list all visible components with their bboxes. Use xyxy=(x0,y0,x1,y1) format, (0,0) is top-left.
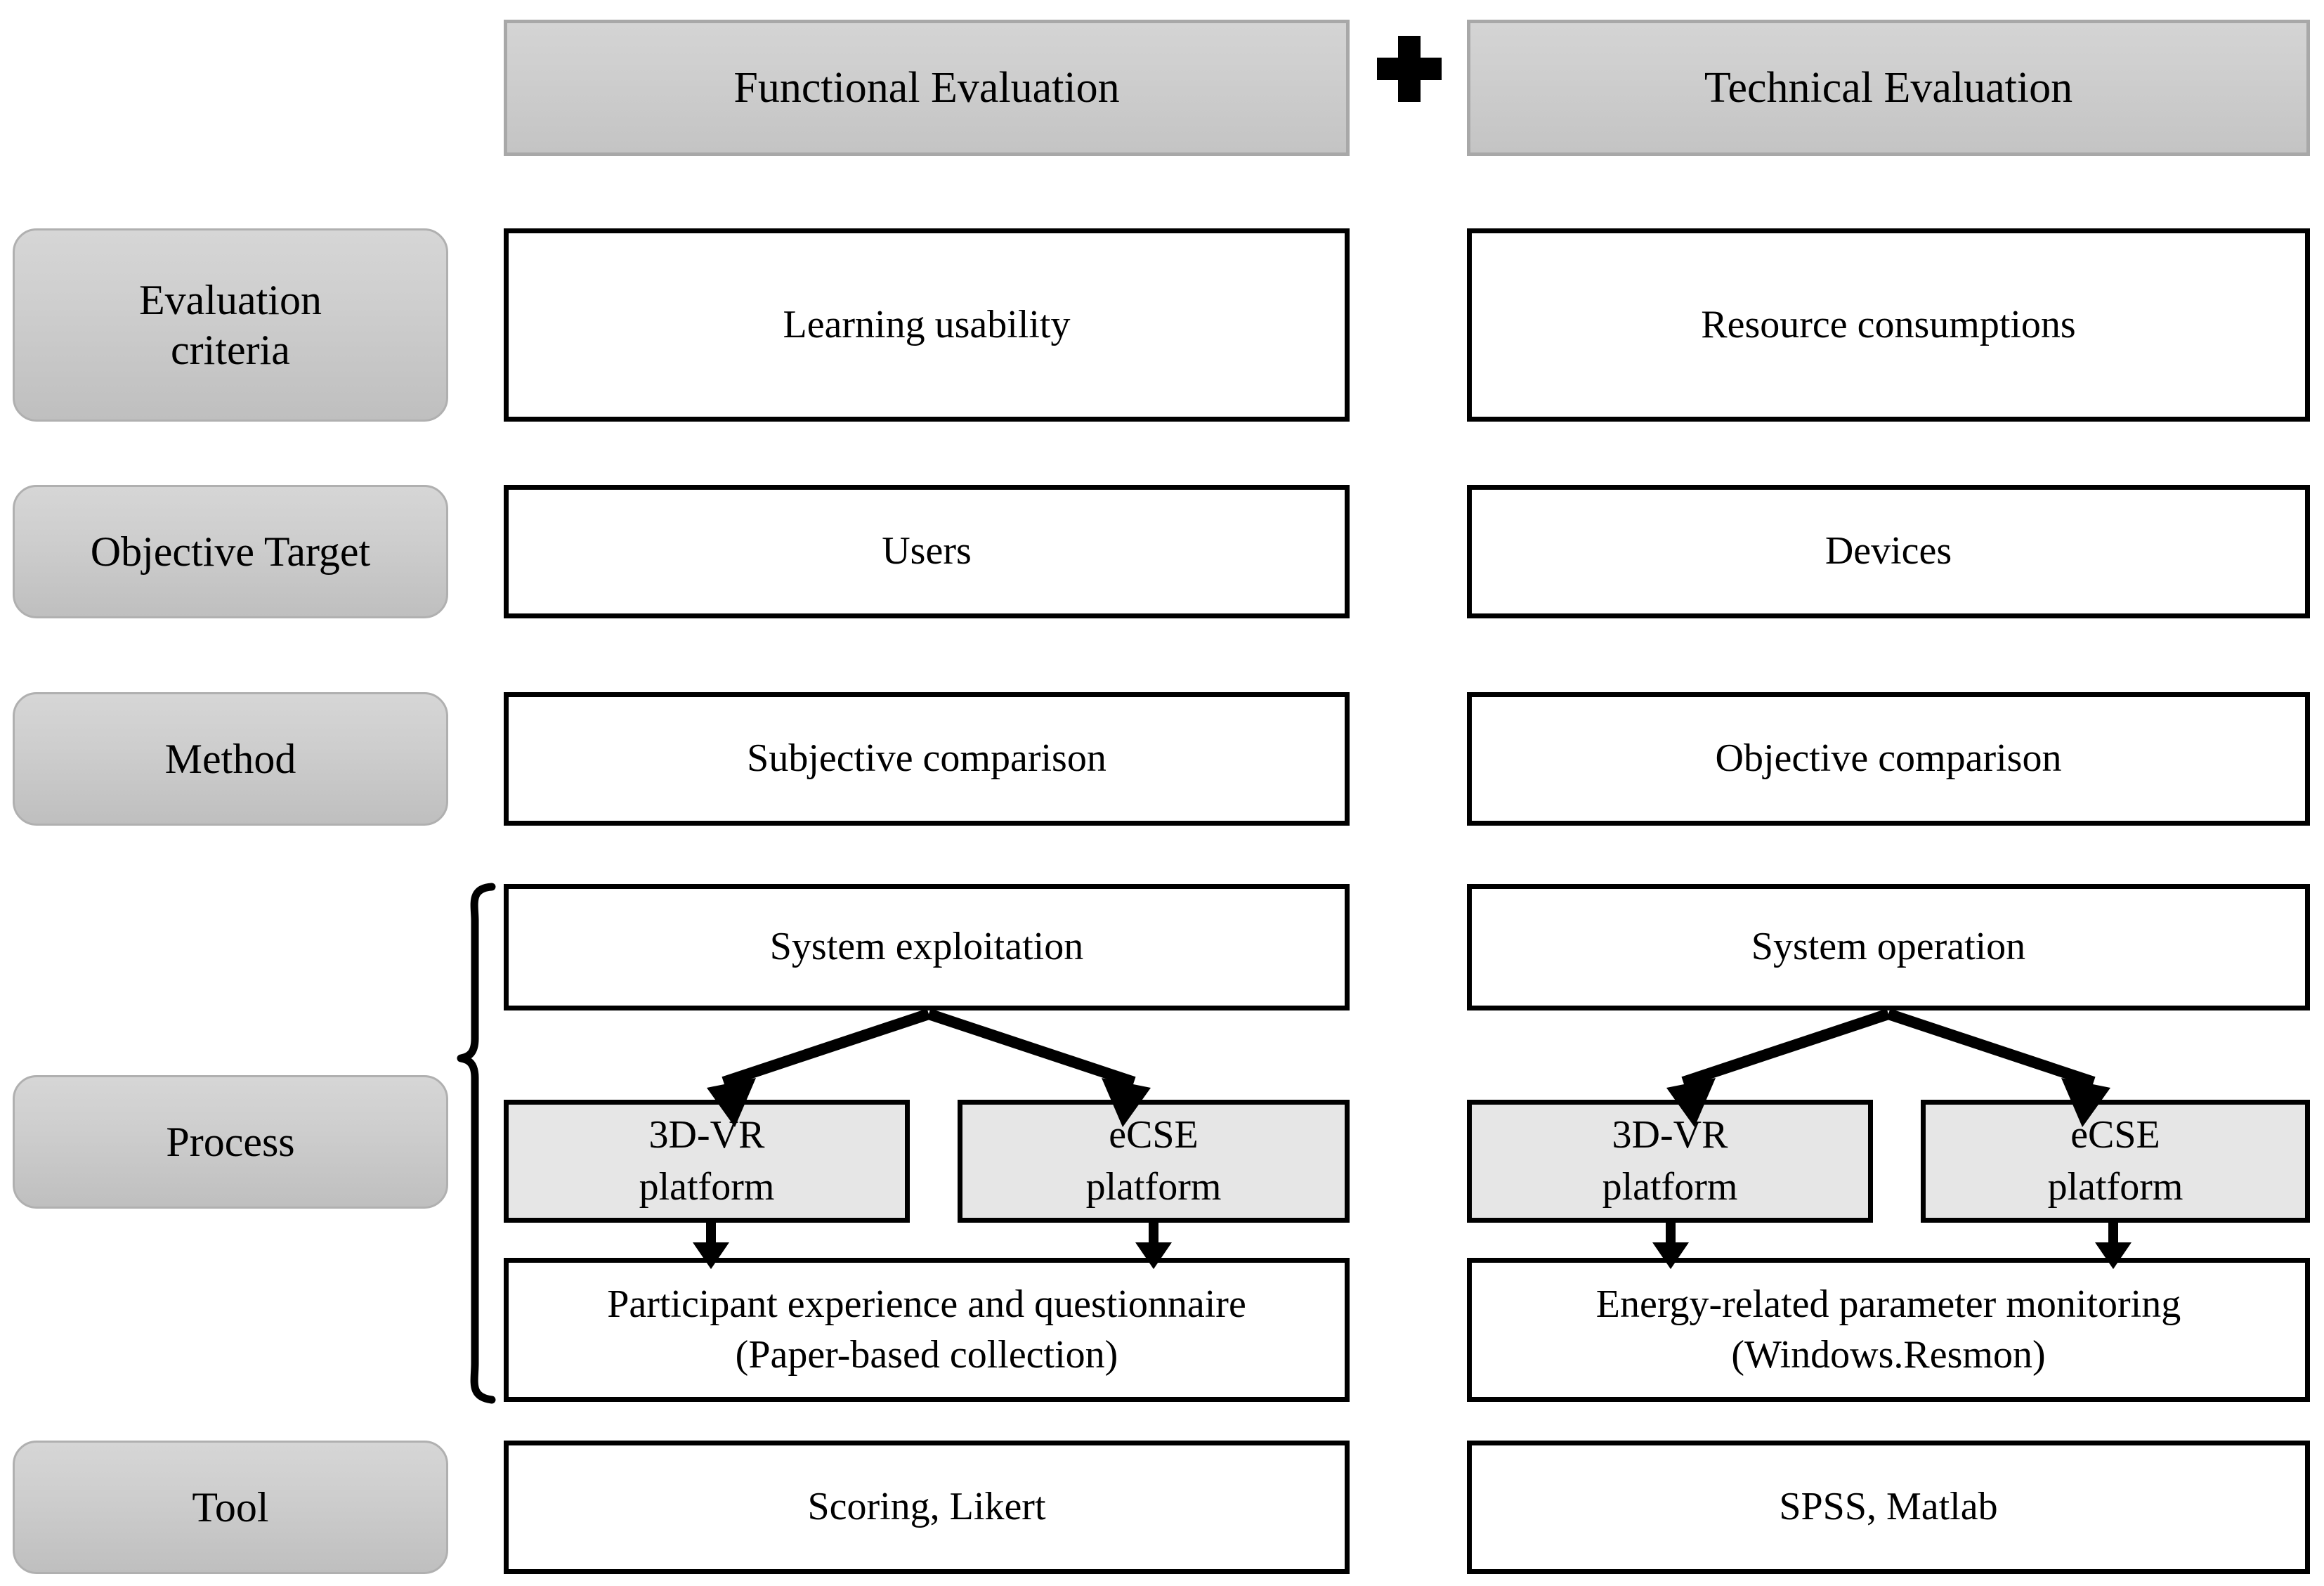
header-technical-evaluation-label: Technical Evaluation xyxy=(1704,63,2073,112)
cell-process-functional-platform-3dvr-line1: 3D-VR xyxy=(648,1112,765,1157)
cell-objective-target-functional-text: Users xyxy=(882,529,972,573)
header-technical-evaluation: Technical Evaluation xyxy=(1467,20,2310,156)
cell-process-technical-platform-3dvr: 3D-VR platform xyxy=(1467,1100,1873,1223)
cell-evaluation-criteria-technical-text: Resource consumptions xyxy=(1701,302,2076,346)
cell-process-functional-collection-line2: (Paper-based collection) xyxy=(735,1332,1118,1377)
cell-objective-target-functional: Users xyxy=(504,485,1350,618)
row-label-objective-target: Objective Target xyxy=(13,485,448,618)
cell-process-functional-platform-ecse: eCSE platform xyxy=(958,1100,1350,1223)
row-label-process: Process xyxy=(13,1075,448,1209)
cell-process-technical-platform-3dvr-line2: platform xyxy=(1602,1164,1738,1209)
row-label-tool: Tool xyxy=(13,1441,448,1574)
cell-objective-target-technical: Devices xyxy=(1467,485,2310,618)
row-label-method: Method xyxy=(13,692,448,826)
cell-process-functional-platform-ecse-line1: eCSE xyxy=(1109,1112,1199,1157)
row-label-process-line1: Process xyxy=(166,1118,295,1165)
cell-process-technical-platform-3dvr-line1: 3D-VR xyxy=(1612,1112,1728,1157)
cell-process-technical-platform-ecse-line2: platform xyxy=(2047,1164,2183,1209)
cell-tool-technical: SPSS, Matlab xyxy=(1467,1441,2310,1574)
row-label-evaluation-criteria: Evaluation criteria xyxy=(13,228,448,422)
cell-process-technical-monitoring-line1: Energy-related parameter monitoring xyxy=(1595,1282,2181,1326)
row-label-evaluation-criteria-line1: Evaluation xyxy=(139,276,322,323)
plus-icon-vertical-bar xyxy=(1398,36,1421,102)
cell-process-functional-system-exploitation: System exploitation xyxy=(504,884,1350,1010)
cell-evaluation-criteria-functional: Learning usability xyxy=(504,228,1350,422)
row-label-tool-line1: Tool xyxy=(192,1483,269,1530)
cell-method-technical-text: Objective comparison xyxy=(1715,736,2062,781)
cell-process-technical-monitoring: Energy-related parameter monitoring (Win… xyxy=(1467,1258,2310,1402)
cell-evaluation-criteria-functional-text: Learning usability xyxy=(783,302,1071,346)
header-functional-evaluation-label: Functional Evaluation xyxy=(733,63,1120,112)
cell-method-technical: Objective comparison xyxy=(1467,692,2310,826)
cell-process-functional-platform-3dvr: 3D-VR platform xyxy=(504,1100,910,1223)
row-label-method-line1: Method xyxy=(164,735,296,782)
header-functional-evaluation: Functional Evaluation xyxy=(504,20,1350,156)
row-label-objective-target-line1: Objective Target xyxy=(90,528,371,575)
cell-process-technical-platform-ecse-line1: eCSE xyxy=(2070,1112,2160,1157)
cell-method-functional: Subjective comparison xyxy=(504,692,1350,826)
cell-process-functional-platform-ecse-line2: platform xyxy=(1085,1164,1222,1209)
cell-objective-target-technical-text: Devices xyxy=(1824,529,1952,573)
cell-process-technical-system-operation: System operation xyxy=(1467,884,2310,1010)
cell-process-technical-system-operation-text: System operation xyxy=(1751,925,2026,969)
cell-process-functional-collection: Participant experience and questionnaire… xyxy=(504,1258,1350,1402)
cell-process-functional-platform-3dvr-line2: platform xyxy=(639,1164,775,1209)
cell-tool-functional: Scoring, Likert xyxy=(504,1441,1350,1574)
cell-process-technical-monitoring-line2: (Windows.Resmon) xyxy=(1731,1332,2046,1377)
cell-process-functional-collection-line1: Participant experience and questionnaire xyxy=(607,1282,1246,1326)
plus-icon xyxy=(1377,36,1442,102)
cell-process-technical-platform-ecse: eCSE platform xyxy=(1921,1100,2310,1223)
cell-method-functional-text: Subjective comparison xyxy=(747,736,1106,781)
cell-evaluation-criteria-technical: Resource consumptions xyxy=(1467,228,2310,422)
row-label-evaluation-criteria-line2: criteria xyxy=(171,326,290,373)
cell-tool-functional-text: Scoring, Likert xyxy=(807,1485,1046,1529)
cell-process-functional-system-exploitation-text: System exploitation xyxy=(769,925,1084,969)
cell-tool-technical-text: SPSS, Matlab xyxy=(1779,1485,1998,1529)
curly-brace-icon xyxy=(457,883,496,1404)
